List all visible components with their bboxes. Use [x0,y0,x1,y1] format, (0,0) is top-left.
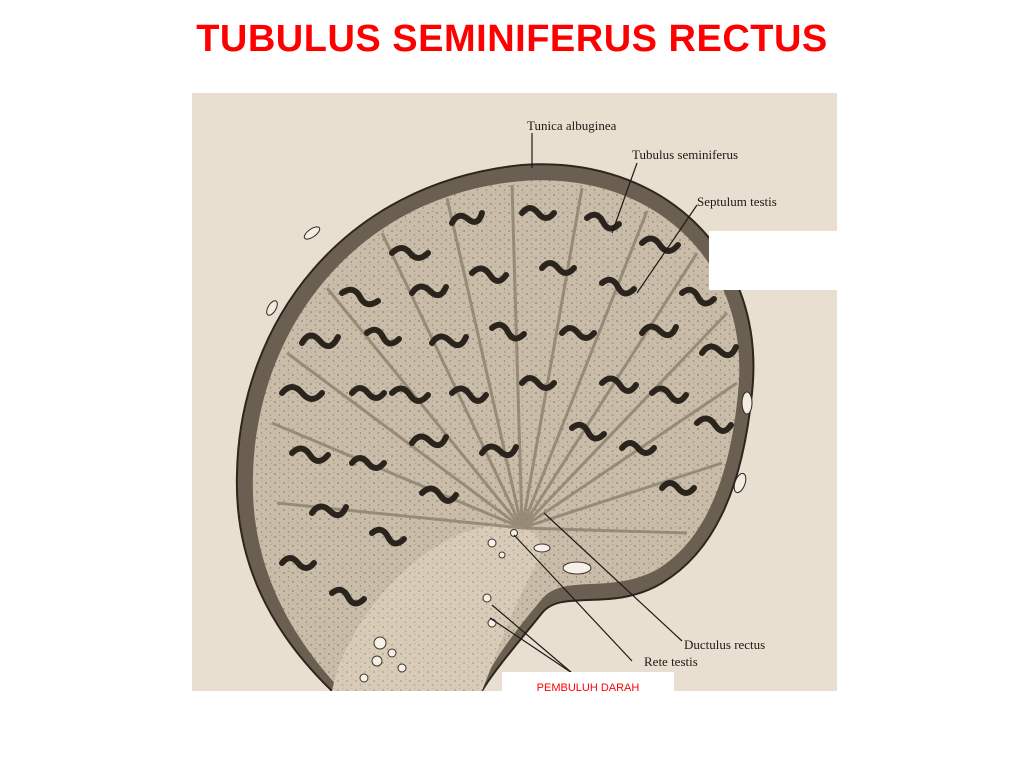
capsule-vessels [266,226,753,494]
label-ductulus-rectus: Ductulus rectus [684,637,765,652]
page-title: TUBULUS SEMINIFERUS RECTUS [196,18,828,60]
label-rete-testis: Rete testis [644,654,698,669]
testis-section-illustration: Tunica albuginea Tubulus seminiferus Sep… [192,93,837,691]
label-cover-box [709,231,837,290]
label-tubulus-seminiferus: Tubulus seminiferus [632,147,738,162]
label-septulum-testis: Septulum testis [697,194,777,209]
label-tunica-albuginea: Tunica albuginea [527,118,617,133]
caption-blood-vessel: PEMBULUH DARAH [502,672,674,702]
leader-lines [489,133,698,674]
seminiferous-tubules [279,205,739,607]
septulum-lines [271,184,738,535]
